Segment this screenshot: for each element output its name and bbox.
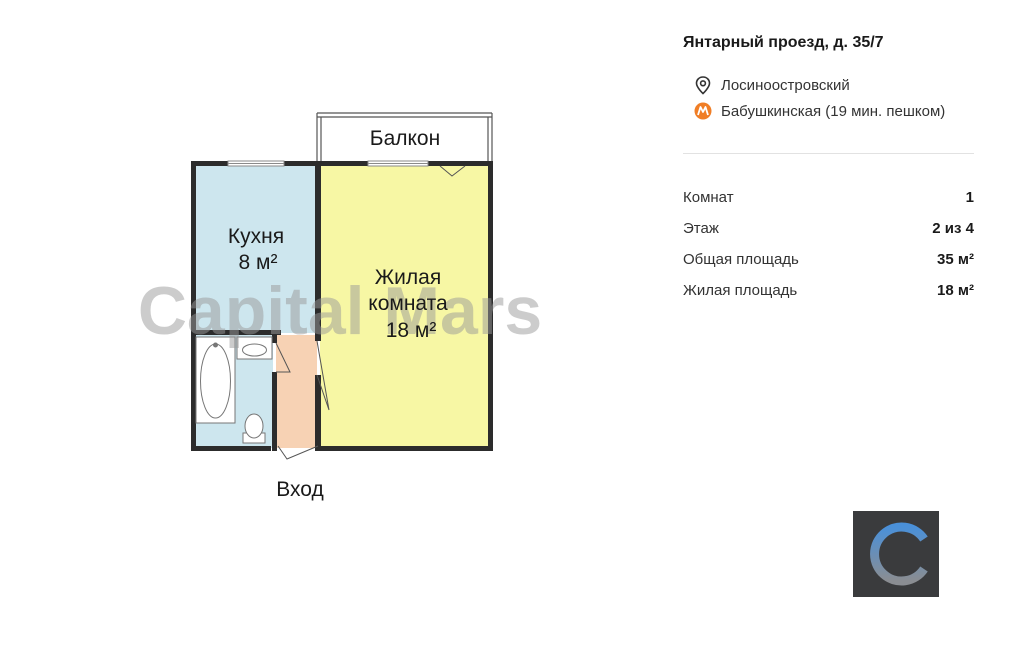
kitchen-area: 8 м² [239,251,278,274]
param-value: 18 м² [937,282,974,299]
entrance-label: Вход [276,478,324,501]
district-name: Лосиноостровский [721,76,850,94]
param-value: 35 м² [937,251,974,268]
param-label: Комнат [683,189,734,206]
living-room-label-line1: Жилая [375,266,441,289]
windows [227,160,429,167]
living-room-area: 18 м² [386,319,437,342]
kitchen-label: Кухня [228,225,284,248]
metro-row: Бабушкинская (19 мин. пешком) [693,101,945,121]
metro-icon [693,101,713,121]
divider [683,153,974,154]
hallway-fill [276,335,317,448]
balcony-label: Балкон [370,127,440,150]
listing-address: Янтарный проезд, д. 35/7 [683,34,884,51]
metro-name: Бабушкинская (19 мин. пешком) [721,102,946,120]
living-room-fill [320,165,491,448]
param-row-rooms: Комнат 1 [683,182,974,213]
district-row: Лосиноостровский [693,75,850,95]
params-list: Комнат 1 Этаж 2 из 4 Общая площадь 35 м²… [683,182,974,306]
capital-mars-logo-icon [853,511,939,597]
param-label: Этаж [683,220,719,237]
param-row-total-area: Общая площадь 35 м² [683,244,974,275]
floor-plan: Capital Mars Балкон Кухня 8 м² Жилая ком… [138,112,542,501]
living-room-label-line2: комната [368,292,448,315]
kitchen-fill [193,165,315,333]
param-row-floor: Этаж 2 из 4 [683,213,974,244]
map-pin-icon [693,75,713,95]
param-label: Жилая площадь [683,282,798,299]
param-label: Общая площадь [683,251,799,268]
toilet [242,413,266,444]
bathtub [195,336,236,424]
param-value: 1 [965,189,974,206]
watermark-text: Capital Mars [138,273,542,349]
walls [191,161,493,451]
balcony-railing [316,112,493,163]
param-row-living-area: Жилая площадь 18 м² [683,275,974,306]
param-value: 2 из 4 [932,220,974,237]
doors [275,165,466,460]
sink [236,336,273,360]
